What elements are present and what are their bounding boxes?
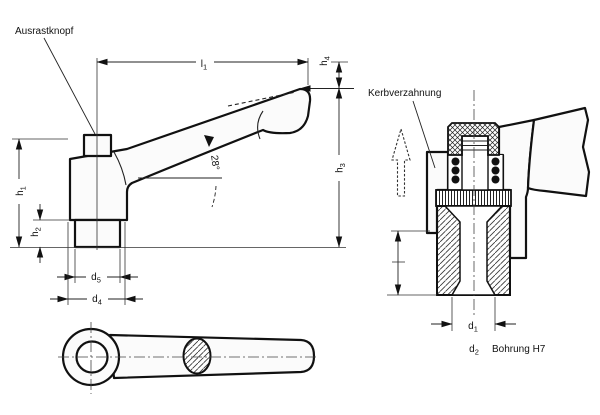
angle-annotation: 28° bbox=[138, 135, 222, 208]
clamping-boss bbox=[73, 218, 122, 249]
release-button bbox=[82, 133, 113, 158]
dim-l1-label-bg bbox=[196, 56, 214, 69]
hub-arm-transition-line bbox=[113, 151, 127, 186]
side-view bbox=[10, 58, 346, 250]
dim-d5: d5 bbox=[57, 249, 138, 285]
dim-bushing-protrusion bbox=[387, 230, 437, 296]
dim-d5-label-bg bbox=[86, 269, 107, 283]
ausrastknopf-label: Ausrastknopf bbox=[15, 26, 74, 37]
angle-arc bbox=[211, 185, 217, 208]
handle-plan-outline bbox=[108, 333, 316, 380]
section-view bbox=[391, 90, 591, 318]
knurl-dashed-line bbox=[227, 91, 297, 107]
dim-h3-label: h3 bbox=[335, 163, 348, 173]
kerbverzahnung-label: Kerbverzahnung bbox=[368, 88, 441, 99]
dim-d4: d4 bbox=[50, 222, 143, 307]
dim-h2: h2 bbox=[30, 204, 70, 263]
dim-h3-label-bg bbox=[332, 155, 345, 181]
dim-h3: h3 bbox=[332, 87, 348, 248]
bohrung-label: Bohrung H7 bbox=[492, 344, 546, 355]
dim-h1-label: h1 bbox=[15, 186, 28, 196]
dim-h4-label: h4 bbox=[319, 56, 332, 66]
bottom-view bbox=[58, 322, 318, 394]
dim-h2-label: h2 bbox=[30, 227, 43, 237]
release-knob-cap bbox=[447, 122, 500, 156]
ausrastknopf-leader-line bbox=[43, 37, 96, 135]
lever-body bbox=[68, 87, 312, 222]
dim-l1-label: l1 bbox=[201, 59, 207, 72]
dim-d4-label: d4 bbox=[92, 294, 102, 307]
dim-d1-label: d1 bbox=[468, 321, 478, 334]
dim-d1: d1 bbox=[431, 297, 516, 334]
dim-h4: h4 bbox=[319, 56, 348, 89]
dim-d2-label: d2 bbox=[469, 344, 479, 357]
handle-section-ellipse bbox=[182, 337, 212, 375]
dim-l1: l1 bbox=[96, 56, 309, 85]
angle-arrowhead bbox=[204, 135, 214, 147]
dim-h1-label-bg bbox=[13, 179, 25, 204]
ausrastknopf-callout: Ausrastknopf bbox=[15, 26, 96, 135]
dim-h1: h1 bbox=[12, 138, 68, 248]
kerbverzahnung-leader-line bbox=[412, 100, 436, 169]
grip-end-arc bbox=[257, 110, 264, 140]
angle-label: 28° bbox=[208, 155, 221, 171]
threaded-bore bbox=[443, 205, 504, 296]
dim-d2: d2 Bohrung H7 bbox=[469, 344, 546, 357]
spring-coils bbox=[451, 157, 500, 184]
kerbverzahnung-callout: Kerbverzahnung bbox=[368, 88, 441, 169]
lever-arm-break-section bbox=[526, 106, 591, 198]
dim-d4-label-bg bbox=[87, 291, 108, 305]
dim-d5-label: d5 bbox=[91, 272, 101, 285]
button-stem bbox=[461, 135, 489, 191]
release-direction-arrow-icon bbox=[391, 127, 411, 197]
serrated-ring bbox=[435, 189, 512, 207]
